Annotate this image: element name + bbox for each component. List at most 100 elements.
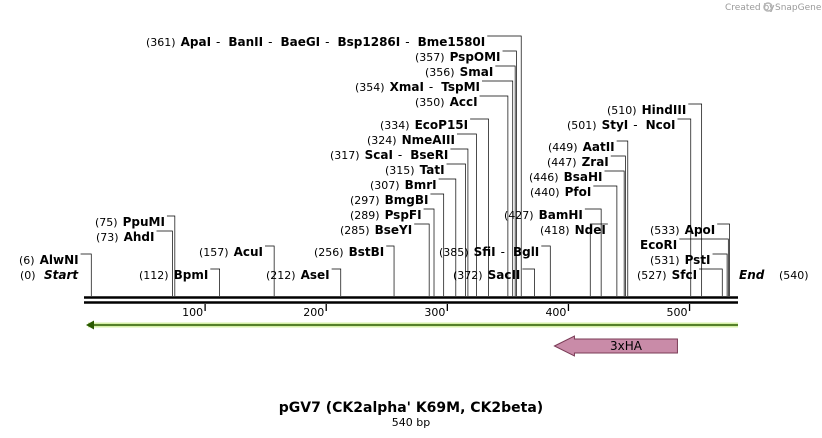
site-position: (334) <box>380 119 410 132</box>
restriction-sites: (6)AlwNI(73)AhdI(75)PpuMI(112)BpmI(157)A… <box>19 35 730 296</box>
site-separator: - <box>216 35 220 49</box>
site-bamhi: (427) BamHI <box>504 208 602 296</box>
site-pfoi: (440)PfoI <box>530 185 618 296</box>
primer-arrow <box>86 320 738 330</box>
site-pspfi: (289)PspFI <box>350 208 435 296</box>
site-position: (418) <box>540 224 570 237</box>
enzyme-name: PpuMI <box>123 215 165 229</box>
site-zrai: (447)ZraI <box>547 155 626 296</box>
enzyme-name: BsaHI <box>564 170 603 184</box>
site-ecori: EcoRI <box>640 238 729 296</box>
site-leader-line <box>610 155 626 296</box>
site-leader-line <box>450 148 469 296</box>
bp-tick-label: 100 <box>182 306 203 319</box>
site-position: (297) <box>350 194 380 207</box>
end-label: End <box>739 268 765 282</box>
feature-arrow-shape <box>553 335 678 357</box>
site-sacii: (372) SacII <box>453 268 535 296</box>
site-bseyi: (285)BseYI <box>340 223 430 296</box>
site-position: (289) <box>350 209 380 222</box>
site-bmri: (307)BmrI <box>370 178 457 296</box>
site-position: (372) <box>453 269 483 282</box>
site-leader-line <box>589 223 608 296</box>
bp-tick-label: 200 <box>303 306 324 319</box>
enzyme-name: EcoP15I <box>415 118 469 132</box>
enzyme-name: AhdI <box>124 230 155 244</box>
site-leader-line <box>80 253 92 296</box>
site-position: (324) <box>367 134 397 147</box>
site-acci: (350)AccI <box>415 95 509 296</box>
enzyme-name: BamHI <box>539 208 583 222</box>
site-position: (533) <box>650 224 680 237</box>
site-position: (361) <box>146 36 176 49</box>
site-bpmi: (112)BpmI <box>139 268 220 296</box>
enzyme-name: ZraI <box>582 155 609 169</box>
site-leader-line <box>331 268 342 296</box>
site-bstbi: (256)BstBI <box>314 245 395 296</box>
site-position: (315) <box>385 164 415 177</box>
site-leader-line <box>699 268 723 296</box>
site-leader-line <box>386 245 395 296</box>
site-leader-line <box>604 170 625 296</box>
site-styi: (501)StyI-NcoI <box>567 118 692 296</box>
credit: Created by SnapGene <box>725 2 822 13</box>
enzyme-name: BmgBI <box>385 193 429 207</box>
site-position: (73) <box>96 231 119 244</box>
enzyme-name: XmaI <box>390 80 424 94</box>
feature-label: 3xHA <box>610 339 643 353</box>
enzyme-name: AseI <box>301 268 330 282</box>
site-hindiii: (510)HindIII <box>607 103 703 296</box>
site-position: (157) <box>199 246 229 259</box>
enzyme-name: BanII <box>228 35 263 49</box>
sequence-backbone <box>84 296 738 304</box>
start-label: Start <box>44 268 79 282</box>
primer-arrowhead-icon <box>86 320 94 330</box>
map-ends: (0) Start End (540) <box>20 268 809 282</box>
enzyme-name: TspMI <box>441 80 480 94</box>
bp-tick-label: 500 <box>667 306 688 319</box>
site-leader-line <box>210 268 220 296</box>
enzyme-name: AatII <box>583 140 615 154</box>
site-psti: (531)PstI <box>650 253 728 296</box>
site-leader-line <box>470 118 489 296</box>
site-leader-line <box>414 223 430 296</box>
features: 3xHA <box>553 335 678 357</box>
enzyme-name: BaeGI <box>280 35 320 49</box>
site-leader-line <box>479 95 509 296</box>
site-position: (449) <box>548 141 578 154</box>
site-apoi: (533) ApoI <box>650 223 730 296</box>
enzyme-name: TatI <box>420 163 445 177</box>
site-leader-line <box>166 215 176 296</box>
enzyme-name: PspOMI <box>450 50 501 64</box>
enzyme-name: StyI <box>602 118 629 132</box>
enzyme-name: NmeAIII <box>402 133 455 147</box>
site-leader-line <box>541 245 551 296</box>
enzyme-name: SacII <box>488 268 521 282</box>
enzyme-name: SmaI <box>460 65 494 79</box>
site-leader-line <box>522 268 535 296</box>
site-position: (317) <box>330 149 360 162</box>
credit-brand: SnapGene <box>775 3 822 13</box>
site-leader-line <box>487 35 522 296</box>
site-leader-line <box>495 65 516 296</box>
enzyme-name: ApaI <box>181 35 211 49</box>
site-apai: (361)ApaI-BanII-BaeGI-Bsp1286I-Bme1580I <box>146 35 522 296</box>
enzyme-name: AlwNI <box>40 253 79 267</box>
enzyme-name: Bme1580I <box>418 35 486 49</box>
enzyme-name: BpmI <box>174 268 209 282</box>
enzyme-name: PfoI <box>565 185 592 199</box>
site-position: (427) <box>504 209 534 222</box>
site-separator: - <box>429 80 433 94</box>
site-leader-line <box>717 223 730 296</box>
site-position: (256) <box>314 246 344 259</box>
enzyme-name: Bsp1286I <box>338 35 401 49</box>
site-position: (531) <box>650 254 680 267</box>
site-position: (501) <box>567 119 597 132</box>
enzyme-name: AccI <box>450 95 478 109</box>
enzyme-name: ApoI <box>685 223 716 237</box>
site-smai: (356)SmaI <box>425 65 516 296</box>
site-alwni: (6)AlwNI <box>19 253 92 296</box>
site-position: (357) <box>415 51 445 64</box>
enzyme-name: HindIII <box>642 103 687 117</box>
